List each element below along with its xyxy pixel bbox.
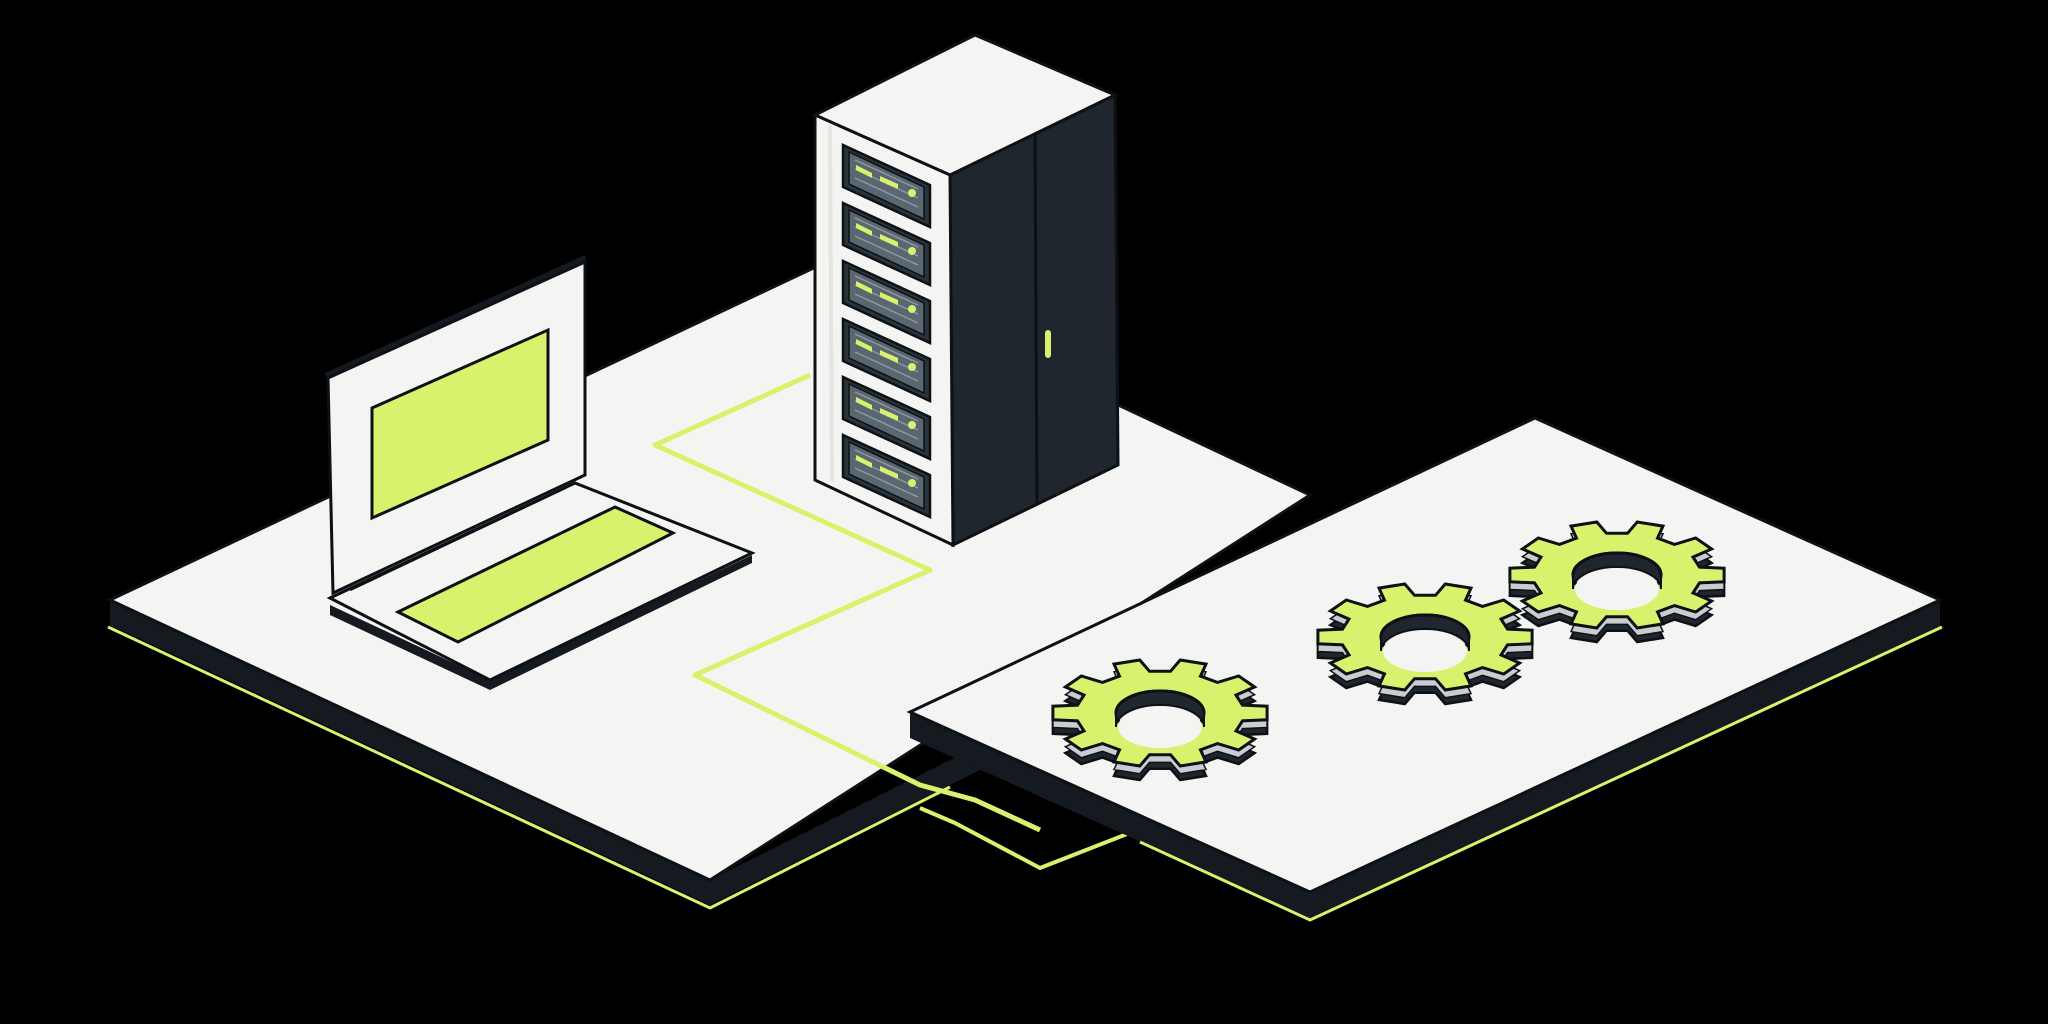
gear-icon: [1508, 520, 1726, 644]
right-platform-edge-glow: [1139, 625, 1943, 922]
right-platform-side-front: [910, 712, 1310, 918]
gear-icon: [1051, 658, 1269, 782]
left-platform-side-right: [710, 735, 1000, 905]
server-unit: [841, 317, 932, 403]
server-rack-handle: [1045, 330, 1051, 358]
gears-group: [1051, 520, 1726, 782]
laptop-keyboard: [394, 505, 677, 644]
left-platform-edge-glow: [107, 625, 951, 910]
laptop-icon: [325, 255, 756, 690]
laptop-screen: [370, 327, 550, 521]
left-platform-side-front: [110, 600, 710, 905]
server-rack-icon: [811, 33, 1120, 548]
right-platform-side-right: [1310, 600, 1940, 918]
server-rack-units: [841, 143, 932, 519]
server-unit: [841, 259, 932, 345]
server-unit: [841, 201, 932, 287]
server-unit: [841, 143, 932, 229]
gear-icon: [1316, 582, 1534, 706]
server-unit: [841, 433, 932, 519]
server-unit: [841, 375, 932, 461]
